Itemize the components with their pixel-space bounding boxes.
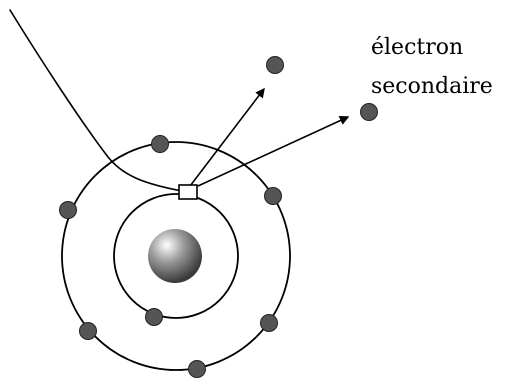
inner-orbit bbox=[113, 193, 239, 319]
electron-icon bbox=[145, 308, 163, 326]
atom-orbits bbox=[61, 141, 291, 371]
electron-icon bbox=[188, 360, 206, 378]
secondary-electrons bbox=[266, 56, 378, 121]
electron-icon bbox=[360, 103, 378, 121]
electron-icon bbox=[79, 322, 97, 340]
outer-shell-electrons bbox=[59, 135, 282, 378]
nucleus-icon bbox=[148, 229, 202, 283]
ejection-arrow-upper bbox=[186, 87, 265, 191]
electron-icon bbox=[260, 314, 278, 332]
inner-shell-electrons bbox=[145, 308, 163, 326]
electron-icon bbox=[59, 201, 77, 219]
collision-site-icon bbox=[178, 184, 198, 200]
outer-orbit bbox=[61, 141, 291, 371]
electron-icon bbox=[264, 187, 282, 205]
secondary-electron-label-line2: secondaire bbox=[371, 74, 493, 99]
electron-icon bbox=[266, 56, 284, 74]
electron-icon bbox=[151, 135, 169, 153]
incident-particle-path bbox=[9, 9, 183, 192]
secondary-electron-label-line1: électron bbox=[371, 35, 464, 60]
ejection-arrows bbox=[186, 87, 350, 191]
ejection-arrow-right bbox=[197, 116, 350, 187]
